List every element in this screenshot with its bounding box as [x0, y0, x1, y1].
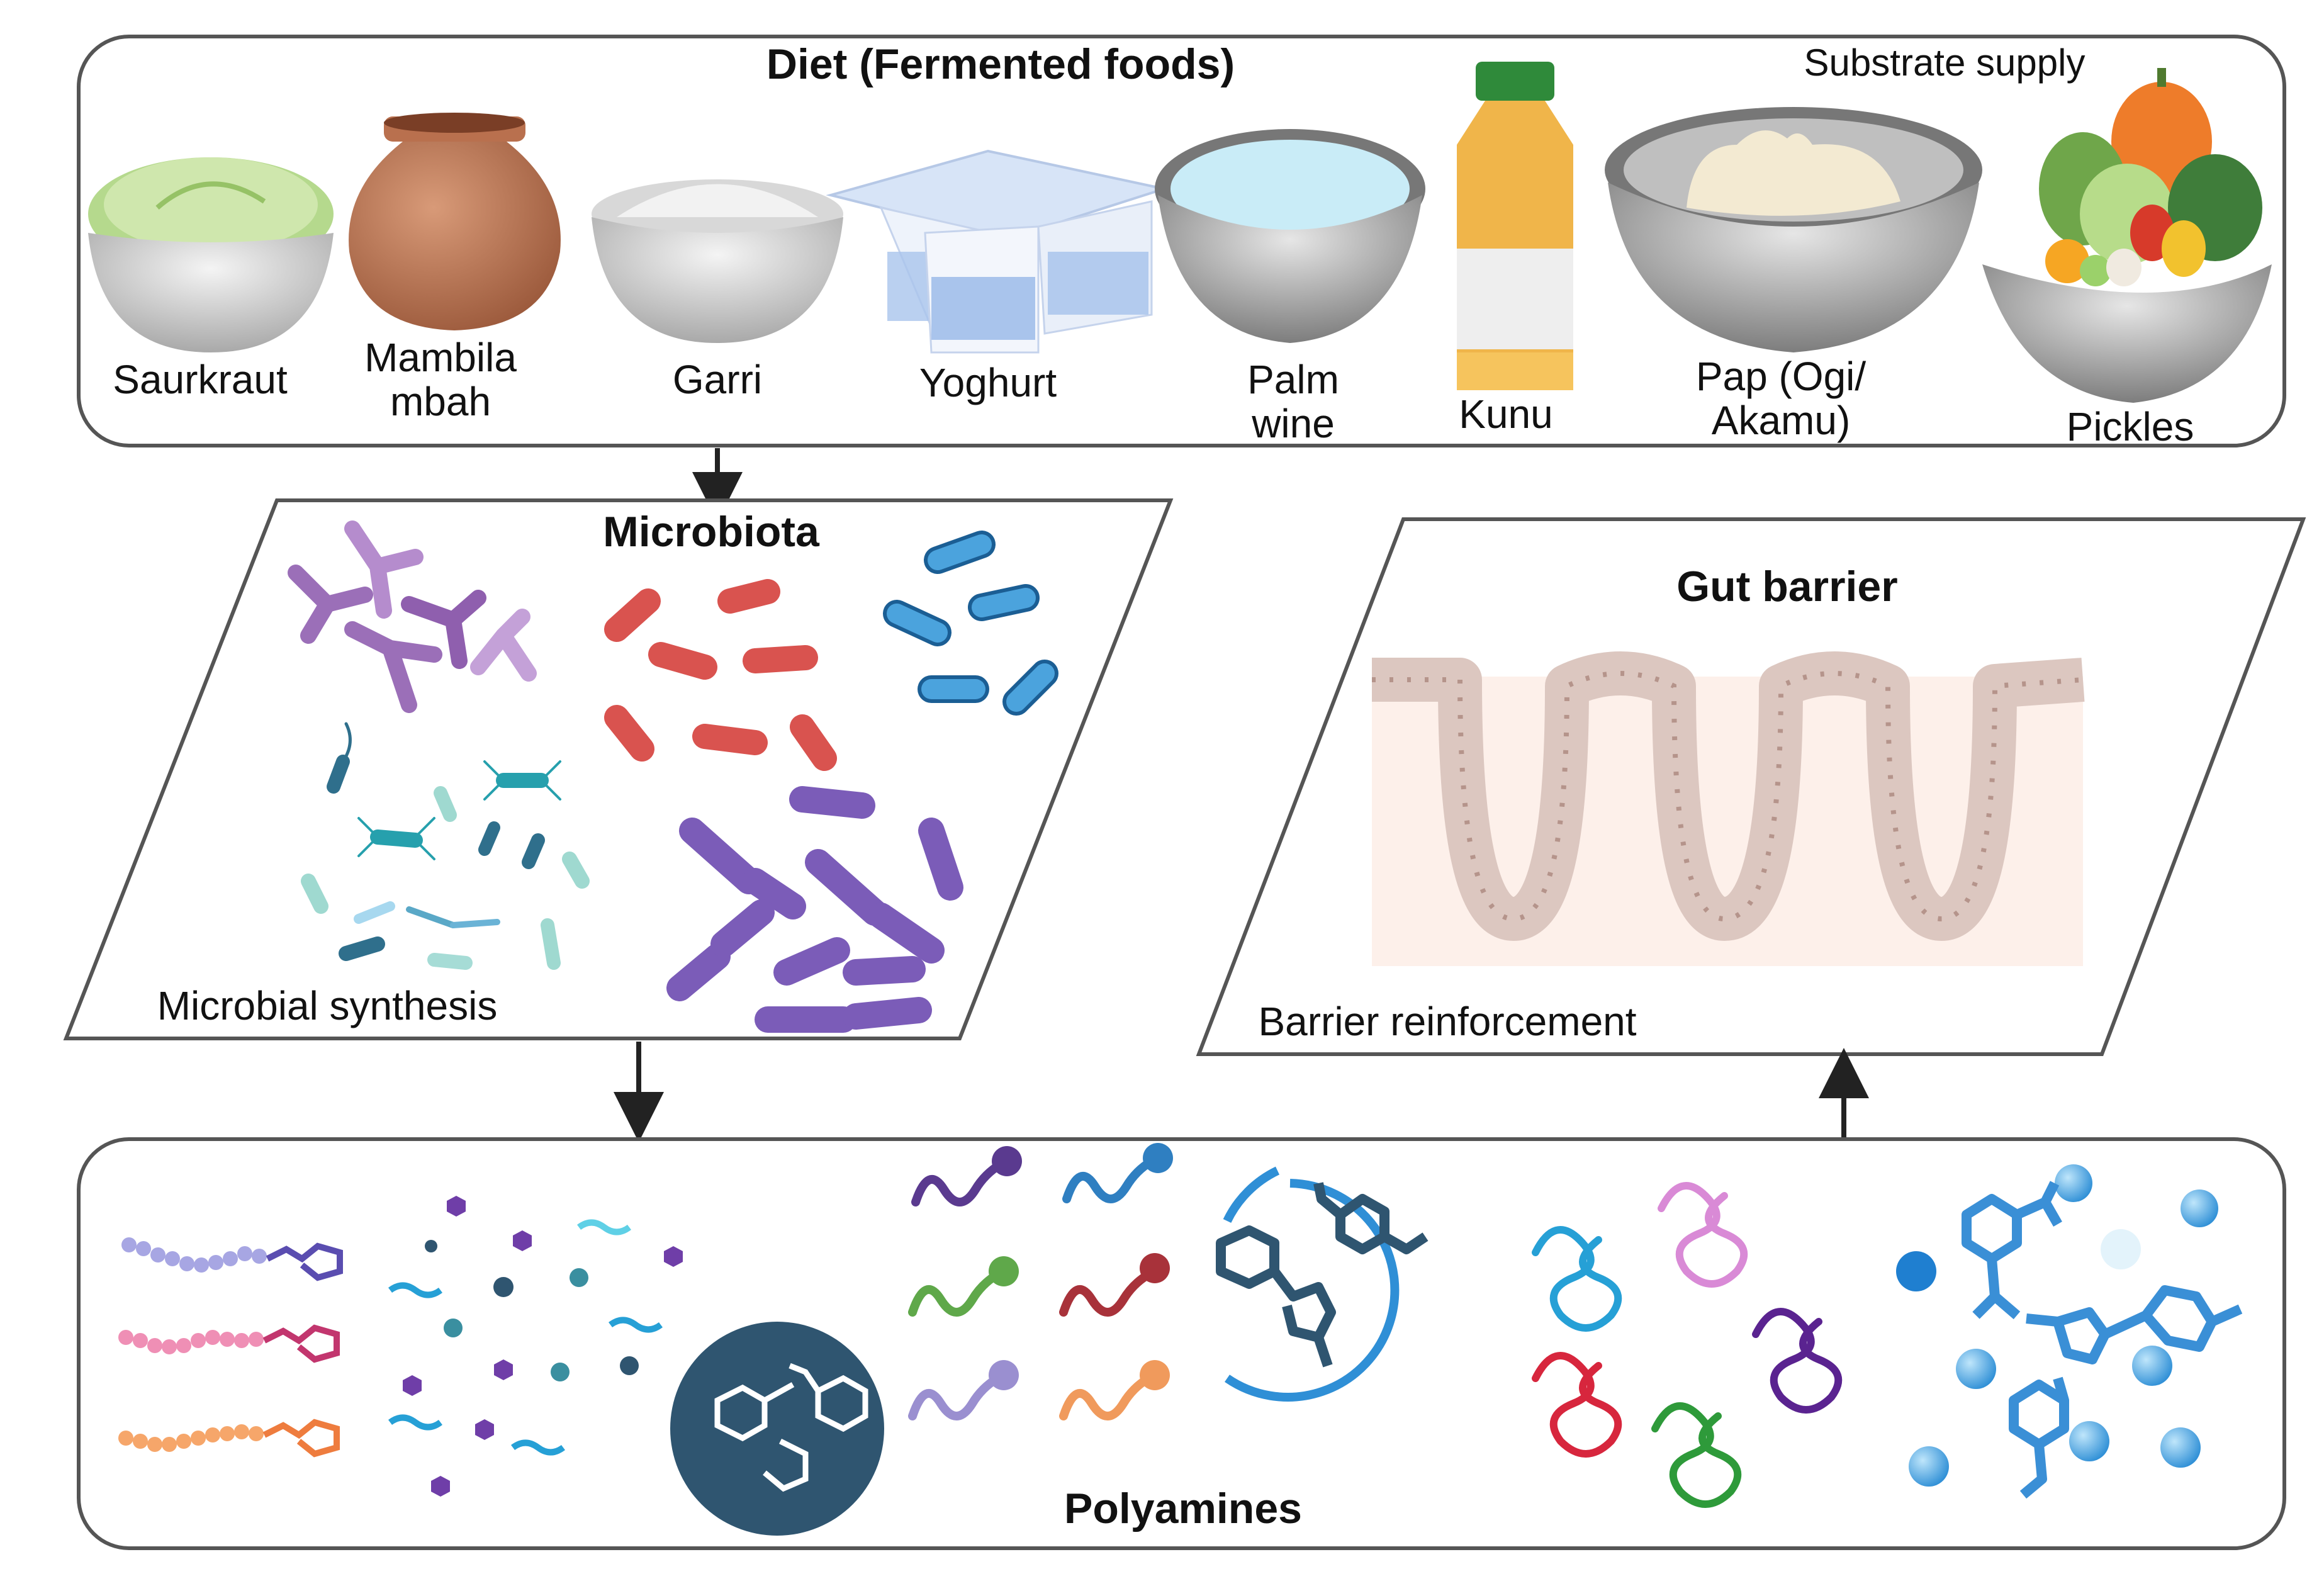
diet-panel: Diet (Fermented foods) Substrate supply …: [77, 35, 2286, 449]
food-label-garri: Garri: [673, 357, 762, 402]
encircled-molecule-icon: [1216, 1166, 1429, 1402]
violet-rod-bacteria-icon: [666, 786, 963, 1033]
substrate-supply-label: Substrate supply: [1804, 42, 2085, 84]
polyamines-title: Polyamines: [1064, 1485, 1302, 1532]
tangled-protein-coils-icon: [1532, 1182, 1843, 1508]
food-label-palm-wine-line2: wine: [1251, 401, 1335, 446]
polyamines-panel: Polyamines: [77, 1137, 2286, 1550]
pickles-bowl-icon: [1982, 68, 2272, 403]
palm-wine-bowl-icon: [1155, 129, 1425, 343]
red-rod-bacteria-icon: [604, 579, 837, 771]
branched-microbe-cluster-icon: [288, 520, 537, 713]
stalk-ligands-icon: [908, 1143, 1173, 1420]
food-label-pap-line1: Pap (Ogi/: [1696, 354, 1866, 399]
mambila-pot-icon: [349, 113, 561, 330]
food-label-mambila-line2: mbah: [390, 379, 491, 424]
intestinal-villi-icon: [1372, 651, 2085, 966]
yoghurt-cups-icon: [826, 149, 1169, 354]
food-label-yoghurt: Yoghurt: [919, 360, 1057, 405]
scattered-small-molecules-icon: [388, 1196, 683, 1497]
microbiota-panel-frame: [63, 498, 1174, 1040]
food-label-pap-line2: Akamu): [1712, 398, 1851, 443]
food-label-mambila-line1: Mambila: [364, 335, 517, 380]
food-label-saurkraut: Saurkraut: [113, 357, 288, 402]
diet-title: Diet (Fermented foods): [766, 40, 1235, 88]
microbiota-panel: Microbiota Microbial synthesis: [63, 498, 1174, 1040]
blue-spheres-molecules-icon: [1896, 1164, 2243, 1499]
saurkraut-bowl-icon: [88, 157, 334, 352]
microbial-synthesis-label: Microbial synthesis: [157, 983, 498, 1028]
blue-capsule-bacteria-icon: [883, 531, 1058, 716]
barrier-reinforcement-label: Barrier reinforcement: [1258, 999, 1636, 1044]
pap-bowl-icon: [1605, 107, 1982, 352]
food-label-palm-wine-line1: Palm: [1247, 357, 1339, 402]
gut-barrier-panel: Gut barrier Barrier reinforcement: [1196, 517, 2306, 1056]
garri-bowl-icon: [592, 179, 843, 343]
bead-chain-molecules-icon: [118, 1237, 343, 1458]
food-label-pickles: Pickles: [2067, 404, 2194, 449]
food-label-kunu: Kunu: [1459, 391, 1552, 437]
kunu-bottle-icon: [1457, 62, 1573, 390]
polyamine-molecule-badge-icon: [670, 1322, 884, 1536]
gut-barrier-title: Gut barrier: [1676, 563, 1897, 610]
microbiota-title: Microbiota: [603, 508, 820, 556]
flagellated-bacteria-cluster-icon: [301, 722, 590, 970]
